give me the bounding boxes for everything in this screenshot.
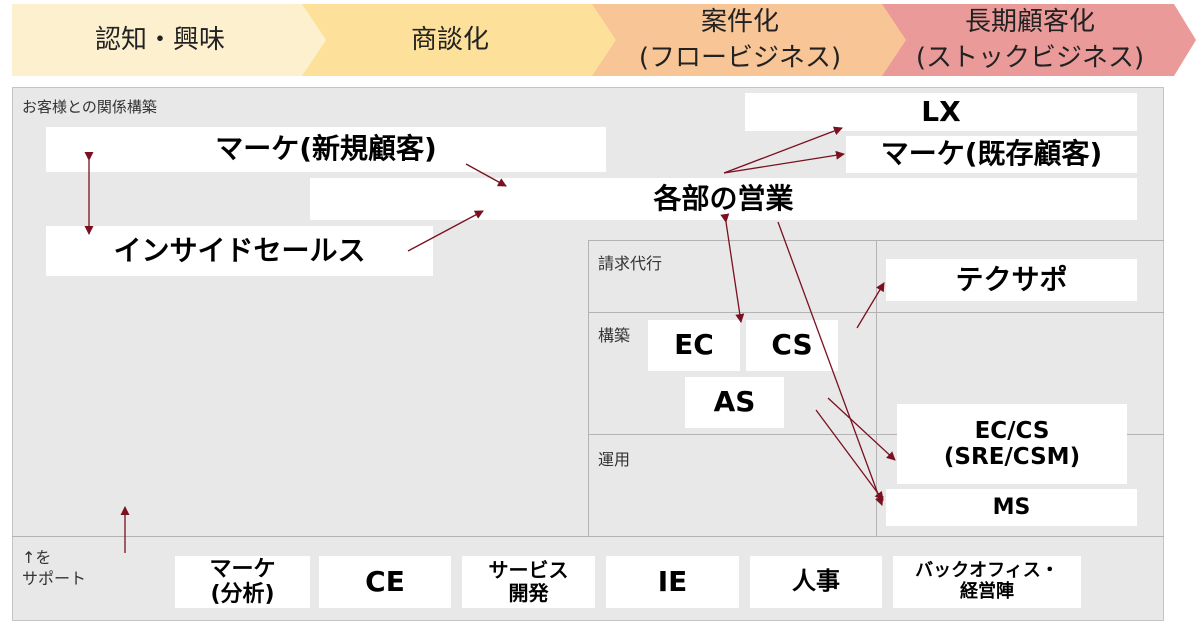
box-line: EC/CS	[974, 417, 1050, 444]
box-ms: MS	[886, 489, 1137, 526]
arrow-sales-to-ms	[777, 221, 884, 506]
box-line: 開発	[508, 581, 549, 605]
arrow-as-to-ec-cs	[827, 397, 896, 461]
panel-title: お客様との関係構築	[22, 98, 157, 116]
support-label: ↑を サポート	[22, 548, 86, 590]
stage-negotiation: 商談化	[310, 4, 590, 76]
stage-label: 認知・興味	[94, 25, 225, 55]
grid-line-build	[588, 312, 1164, 313]
row-label-ops: 運用	[598, 450, 631, 469]
box-lx: LX	[745, 93, 1137, 131]
arrow-inside-sales-to-sales	[407, 210, 484, 252]
arrow-as-to-ms	[815, 409, 884, 501]
box-line: バックオフィス・	[915, 560, 1059, 582]
stage-label: 長期顧客化	[964, 7, 1095, 37]
arrow-sales-to-lx	[723, 126, 843, 174]
box-inside-sales: インサイドセールス	[46, 226, 433, 276]
stage-sublabel: (フロービジネス)	[638, 43, 842, 73]
stage-chevron-3	[592, 4, 908, 76]
stage-chevrons	[12, 4, 1196, 76]
stage-label: 案件化	[700, 7, 779, 37]
row-label-build: 構築	[598, 326, 631, 345]
arrow-sales-to-marketing-existing	[723, 150, 845, 174]
box-marketing-new: マーケ(新規顧客)	[46, 127, 606, 172]
support-label-line: ↑を	[22, 548, 52, 567]
stage-chevron-1	[12, 4, 328, 76]
grid-line-ops	[588, 434, 1164, 435]
support-box-marketing-analysis: マーケ (分析)	[175, 556, 310, 608]
stage-label: 商談化	[410, 25, 489, 55]
box-ec-cs-sre-csm: EC/CS (SRE/CSM)	[897, 404, 1127, 484]
support-box-service-dev: サービス 開発	[462, 556, 595, 608]
box-tech-support: テクサポ	[886, 259, 1137, 301]
box-line: 経営陣	[960, 581, 1014, 602]
support-box-ie: IE	[606, 556, 739, 608]
arrow-sales-ec-bidirectional	[720, 213, 745, 323]
box-line: マーケ	[209, 556, 276, 582]
support-box-backoffice: バックオフィス・ 経営陣	[893, 556, 1081, 608]
row-label-billing: 請求代行	[598, 254, 663, 273]
stage-long-term: 長期顧客化 (ストックビジネス)	[890, 4, 1170, 76]
box-line: (SRE/CSM)	[943, 444, 1081, 470]
arrow-marketing-to-sales	[465, 163, 507, 187]
support-label-line: サポート	[22, 568, 87, 588]
grid-line-middle	[876, 240, 877, 536]
stage-awareness: 認知・興味	[20, 4, 300, 76]
stage-project: 案件化 (フロービジネス)	[600, 4, 880, 76]
grid-line-support	[12, 536, 1164, 537]
stage-sublabel: (ストックビジネス)	[915, 43, 1145, 73]
box-sales: 各部の営業	[310, 178, 1137, 220]
box-cs: CS	[746, 320, 838, 371]
support-box-ce: CE	[319, 556, 451, 608]
box-as: AS	[685, 377, 784, 428]
grid-line-left	[588, 240, 589, 536]
box-line: サービス	[488, 558, 569, 582]
support-box-hr: 人事	[750, 556, 882, 608]
arrow-build-to-tech-support	[856, 282, 885, 329]
box-marketing-existing: マーケ(既存顧客)	[846, 136, 1137, 173]
stage-chevron-4	[882, 4, 1196, 76]
box-line: (分析)	[210, 582, 275, 607]
stage-chevron-2	[302, 4, 618, 76]
box-ec: EC	[648, 320, 740, 371]
